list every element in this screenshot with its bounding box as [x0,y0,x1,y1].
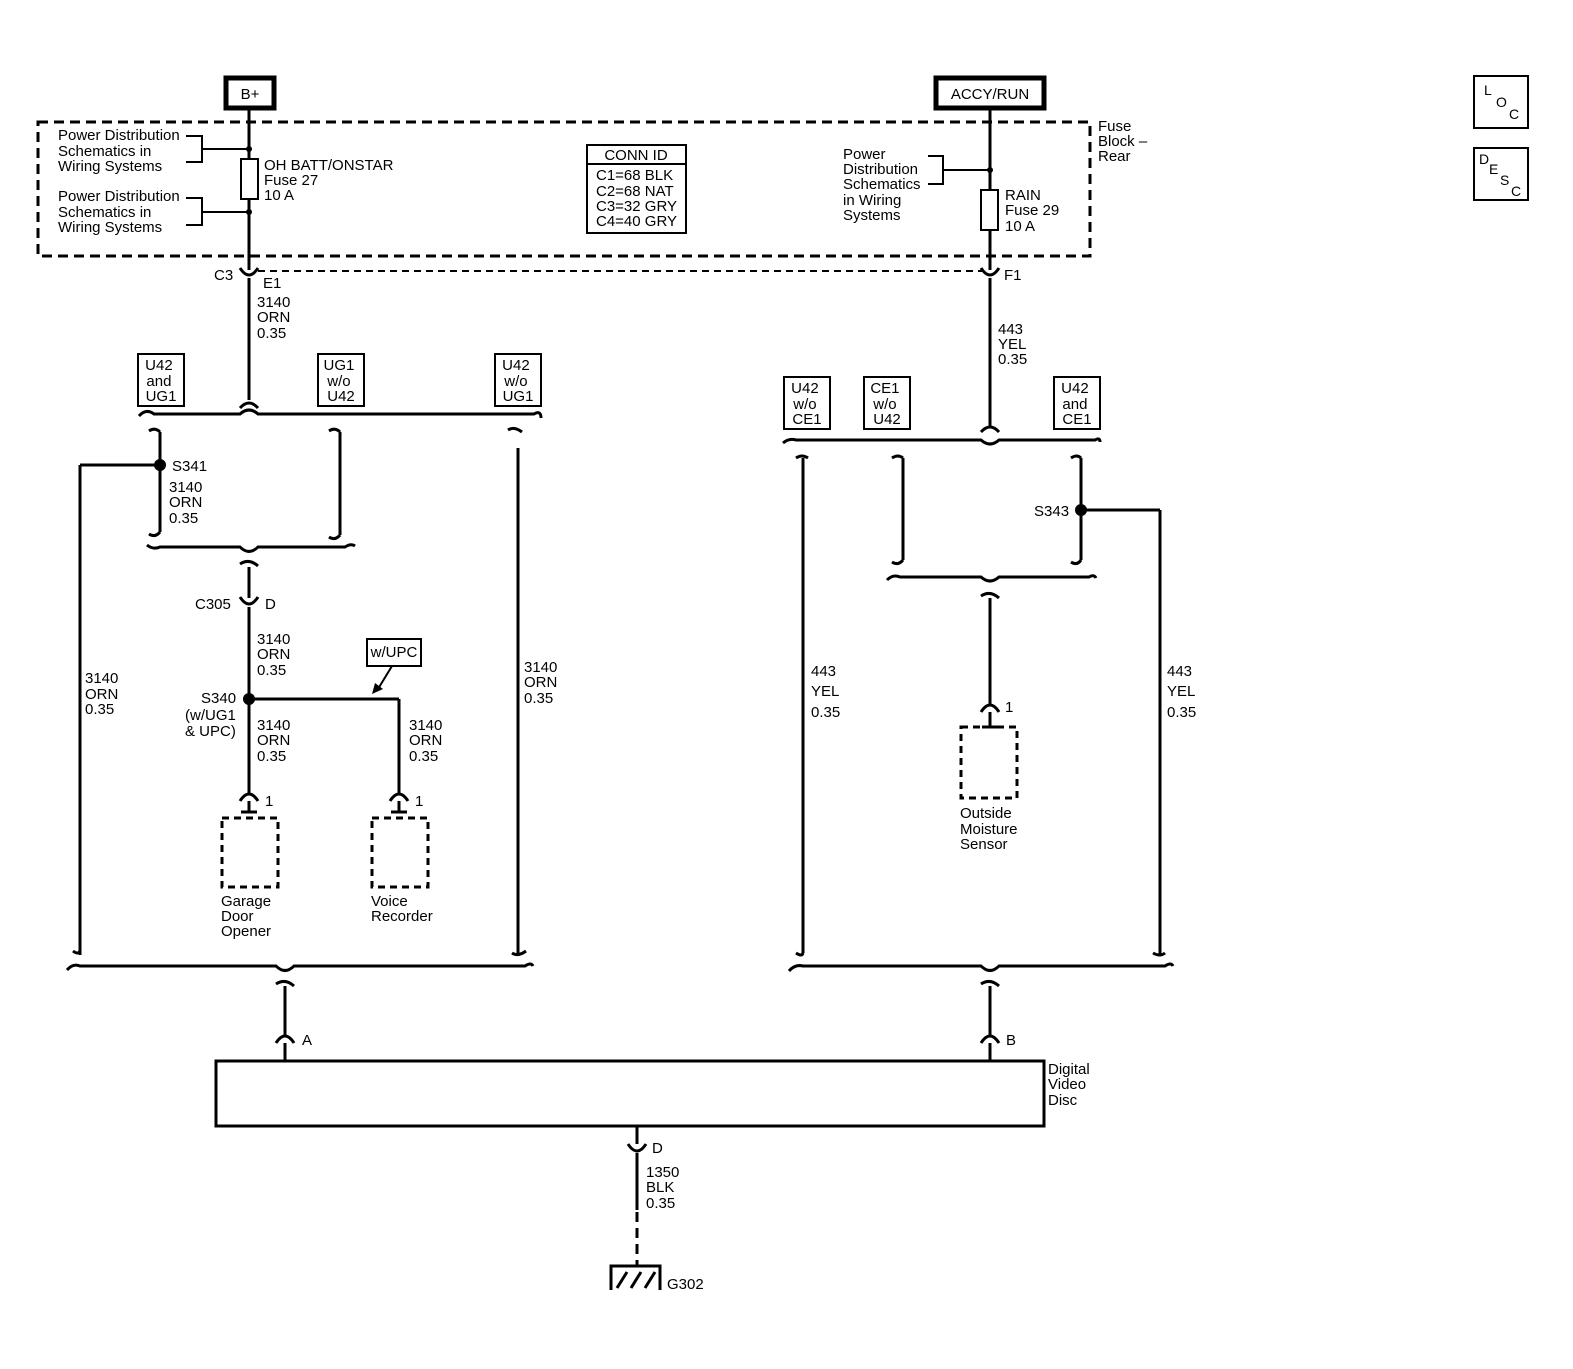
option-bus-left-top [137,401,543,419]
loc-button[interactable]: L O C [1473,75,1529,129]
outside-moisture-sensor[interactable]: 1 Outside Moisture Sensor [959,699,1022,853]
g302-label: G302 [667,1276,704,1293]
option-ug1-wo-u42: UG1 w/o U42 [317,353,365,407]
s340-label: S340 (w/UG1 & UPC) [185,690,240,740]
bplus-source: B+ [223,75,277,111]
option-w-upc: w/UPC [366,638,422,694]
svg-text:U42 w/o CE1: U42 w/o CE1 [791,380,823,428]
dvd-module[interactable]: Digital Video Disc [214,1059,1094,1128]
s343-label: S343 [1034,503,1069,520]
conn-id-row-1: C1=68 BLK [596,167,673,184]
accy-run-label: ACCY/RUN [951,86,1029,103]
conn-id-row-4: C4=40 GRY [596,213,677,230]
conn-id-row-2: C2=68 NAT [596,183,674,200]
merge-bus-ce1 [885,574,1098,583]
wire-3140-s341-label: 3140 ORN 0.35 [169,479,207,527]
svg-text:CE1 w/o U42: CE1 w/o U42 [870,380,903,428]
power-dist-ref-right[interactable]: Power Distribution Schematics in Wiring … [843,146,990,224]
svg-text:UG1 w/o U42: UG1 w/o U42 [323,357,358,405]
ground-g302[interactable]: G302 [609,1264,704,1293]
wire-443-left-label: 443 YEL 0.35 [811,663,843,721]
desc-letter-3: S [1500,172,1509,188]
fuse-27: OH BATT/ONSTAR Fuse 27 10 A [240,108,398,270]
garage-door-opener[interactable]: 1 Garage Door Opener [220,792,280,940]
option-u42-and-ce1: U42 and CE1 [1053,376,1101,430]
svg-text:Power Distribution Schem: Power Distribution Schematics in Wiring … [58,127,184,175]
power-dist-ref-1[interactable]: Power Distribution Schematics in Wiring … [58,127,249,175]
wire-443-right-label: 443 YEL 0.35 [1167,663,1199,721]
svg-text:U42 w/o UG1: U42 w/o UG1 [502,357,534,405]
svg-text:Power Distribution Schem: Power Distribution Schematics in Wiring … [58,188,184,236]
merge-bus-right-bottom [787,951,1175,973]
connector-f1[interactable]: F1 [979,267,1022,284]
fuse-block-name: Fuse Block – Rear [1098,118,1151,165]
c3-label: C3 [214,267,233,284]
connector-dvd-d[interactable]: D [626,1126,663,1157]
conn-id-title: CONN ID [604,147,668,164]
oms-label: Outside Moisture Sensor [960,805,1022,853]
accy-run-source: ACCY/RUN [933,75,1047,111]
loc-letter-3: C [1509,106,1519,122]
bplus-label: B+ [241,86,260,103]
wire-1350-label: 1350 BLK 0.35 [646,1164,684,1212]
c305-label: C305 [195,596,231,613]
f1-label: F1 [1004,267,1022,284]
wire-3140-gdo-label: 3140 ORN 0.35 [257,717,295,765]
wire-3140-left-label: 3140 ORN 0.35 [85,670,123,718]
gdo-pin-label: 1 [265,793,273,810]
desc-button[interactable]: D E S C [1473,147,1529,201]
svg-text:U42 and CE1: U42 and CE1 [1061,380,1093,428]
desc-letter-4: C [1511,183,1521,199]
gdo-label: Garage Door Opener [221,893,275,940]
oms-pin-label: 1 [1005,699,1013,716]
svg-text:w/UPC: w/UPC [370,644,418,661]
connector-c3-e1[interactable]: C3 E1 [214,267,281,292]
dvd-a-label: A [302,1032,312,1049]
s341-label: S341 [172,458,207,475]
voice-recorder[interactable]: 1 Voice Recorder [370,792,433,925]
wire-3140-vr-label: 3140 ORN 0.35 [409,717,447,765]
option-ce1-wo-u42: CE1 w/o U42 [863,376,911,430]
wire-3140-c305-label: 3140 ORN 0.35 [257,631,295,679]
connector-dvd-a[interactable]: A [274,1032,312,1060]
dvd-d-label: D [652,1140,663,1157]
fuse-block-rear: Fuse Block – Rear [36,118,1151,258]
desc-letter-2: E [1489,161,1498,177]
c305-d-label: D [265,596,276,613]
merge-bus-left-bottom [65,949,535,972]
power-dist-ref-2[interactable]: Power Distribution Schematics in Wiring … [58,188,249,236]
merge-bus-s341 [146,543,356,553]
wire-3140-top-label: 3140 ORN 0.35 [257,294,295,342]
connector-dvd-b[interactable]: B [979,1032,1016,1060]
option-u42-wo-ug1: U42 w/o UG1 [494,353,542,407]
dvd-label: Digital Video Disc [1048,1061,1094,1109]
fuse-29-label: RAIN Fuse 29 10 A [1005,187,1063,235]
loc-letter-1: L [1484,82,1492,98]
conn-id-table: CONN ID C1=68 BLK C2=68 NAT C3=32 GRY C4… [586,144,687,234]
svg-text:U42 and UG1: U42 and UG1 [145,357,177,405]
fuse-29: RAIN Fuse 29 10 A [980,108,1063,270]
fuse-27-label: OH BATT/ONSTAR Fuse 27 10 A [264,157,398,204]
option-u42-and-ug1: U42 and UG1 [137,353,185,407]
conn-id-row-3: C3=32 GRY [596,198,677,215]
loc-letter-2: O [1496,94,1507,110]
desc-letter-1: D [1479,151,1489,167]
vr-label: Voice Recorder [371,893,433,925]
option-u42-wo-ce1: U42 w/o CE1 [783,376,831,430]
dvd-b-label: B [1006,1032,1016,1049]
vr-pin-label: 1 [415,793,423,810]
e1-label: E1 [263,275,281,292]
svg-text:Power Distribution: Power Distribution Schematics in Wiring … [843,146,925,224]
wire-3140-right-label: 3140 ORN 0.35 [524,659,562,707]
option-bus-right-top [782,425,1102,446]
connector-c305[interactable]: C305 D [195,596,276,613]
wire-443-top-label: 443 YEL 0.35 [998,321,1030,368]
